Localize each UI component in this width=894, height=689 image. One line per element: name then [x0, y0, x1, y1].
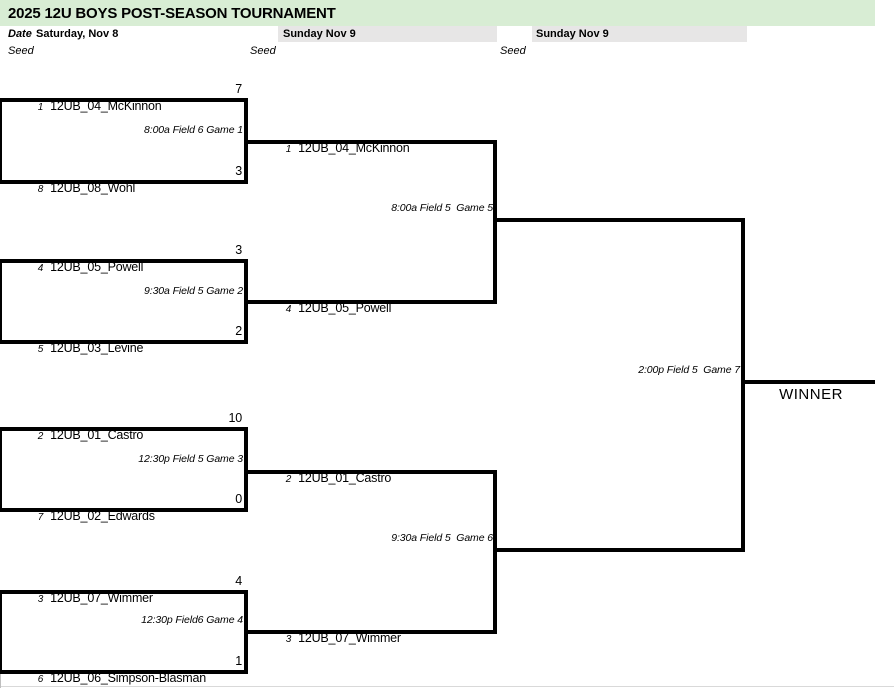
team-name: 12UB_01_Castro [50, 428, 144, 442]
r2-g6-top-team: 2 12UB_01_Castro [248, 453, 497, 485]
page-title: 2025 12U BOYS POST-SEASON TOURNAMENT [8, 5, 336, 22]
team-score: 0 [235, 492, 242, 506]
r1-g4-bottom-team: 6 12UB_06_Simpson-Blasman 1 [0, 653, 248, 685]
team-score: 3 [235, 243, 242, 257]
seed-label-round2: Seed [250, 45, 276, 57]
game-info-1: 8:00a Field 6 Game 1 [144, 124, 243, 136]
team-seed: 6 [37, 674, 44, 685]
bracket-line [0, 590, 248, 594]
team-name: 12UB_04_McKinnon [50, 99, 162, 113]
team-name: 12UB_08_Wohl [50, 181, 136, 195]
game-info-4: 12:30p Field6 Game 4 [141, 614, 243, 626]
bracket-line [244, 590, 248, 674]
team-name: 12UB_03_Levine [50, 341, 144, 355]
team-name: 12UB_01_Castro [298, 471, 392, 485]
date-label: Date [8, 28, 32, 40]
winner-label: WINNER [779, 386, 843, 403]
seed-label-final: Seed [500, 45, 526, 57]
bracket-line [248, 630, 497, 634]
game-info-5: 8:00a Field 5 Game 5 [391, 202, 493, 214]
r1-g4-top-team: 3 12UB_07_Wimmer 4 [0, 573, 248, 605]
title-band [0, 0, 875, 26]
r2-g5-top-team: 1 12UB_04_McKinnon [248, 123, 497, 155]
r2-g6-bottom-team: 3 12UB_07_Wimmer [248, 613, 497, 645]
team-name: 12UB_06_Simpson-Blasman [50, 671, 206, 685]
r1-g2-top-team: 4 12UB_05_Powell 3 [0, 242, 248, 274]
bracket-line [493, 140, 497, 304]
team-seed: 4 [37, 263, 44, 274]
winner-line [745, 380, 875, 384]
team-name: 12UB_07_Wimmer [298, 631, 401, 645]
bracket-line [0, 340, 248, 344]
bracket-line [497, 218, 745, 222]
team-seed: 4 [285, 304, 292, 315]
team-seed: 2 [285, 474, 292, 485]
bracket-line [741, 218, 745, 552]
game-info-2: 9:30a Field 5 Game 2 [144, 285, 243, 297]
bracket-line [248, 300, 497, 304]
team-score: 1 [235, 654, 242, 668]
game-info-6: 9:30a Field 5 Game 6 [391, 532, 493, 544]
gridline-bottom [0, 686, 894, 687]
day-header-sunday-2: Sunday Nov 9 [536, 28, 609, 40]
day-header-band-sunday-1 [278, 26, 497, 42]
team-seed: 1 [37, 102, 44, 113]
team-seed: 1 [285, 144, 292, 155]
team-score: 2 [235, 324, 242, 338]
r1-g3-top-team: 2 12UB_01_Castro 10 [0, 410, 248, 442]
bracket-line [0, 427, 2, 512]
game-info-7: 2:00p Field 5 Game 7 [638, 364, 740, 376]
team-seed: 3 [285, 634, 292, 645]
bracket-line [0, 259, 2, 344]
team-name: 12UB_02_Edwards [50, 509, 155, 523]
bracket-line [0, 427, 248, 431]
bracket-line [497, 548, 745, 552]
bracket-line [244, 259, 248, 344]
team-score: 4 [235, 574, 242, 588]
game-info-3: 12:30p Field 5 Game 3 [138, 453, 243, 465]
team-name: 12UB_05_Powell [298, 301, 392, 315]
team-seed: 8 [37, 184, 44, 195]
r1-g3-bottom-team: 7 12UB_02_Edwards 0 [0, 491, 248, 523]
gridline-left [0, 674, 1, 688]
bracket-line [0, 590, 2, 674]
bracket-line [0, 98, 2, 184]
day-header-band-sunday-2 [532, 26, 747, 42]
team-seed: 5 [37, 344, 44, 355]
team-name: 12UB_05_Powell [50, 260, 144, 274]
bracket-line [248, 470, 497, 474]
team-name: 12UB_04_McKinnon [298, 141, 410, 155]
team-score: 3 [235, 164, 242, 178]
bracket-line [244, 98, 248, 184]
team-seed: 3 [37, 594, 44, 605]
bracket-line [0, 508, 248, 512]
r1-g2-bottom-team: 5 12UB_03_Levine 2 [0, 323, 248, 355]
day-header-saturday: Saturday, Nov 8 [36, 28, 119, 40]
bracket-line [0, 259, 248, 263]
team-score: 10 [228, 411, 242, 425]
team-seed: 7 [37, 512, 44, 523]
r1-g1-bottom-team: 8 12UB_08_Wohl 3 [0, 163, 248, 195]
bracket-line [0, 180, 248, 184]
bracket-line [244, 427, 248, 512]
bracket-line [493, 470, 497, 634]
bracket-line [0, 670, 248, 674]
bracket-line [248, 140, 497, 144]
r2-g5-bottom-team: 4 12UB_05_Powell [248, 283, 497, 315]
team-score: 7 [235, 82, 242, 96]
team-name: 12UB_07_Wimmer [50, 591, 153, 605]
team-seed: 2 [37, 431, 44, 442]
day-header-sunday-1: Sunday Nov 9 [283, 28, 356, 40]
bracket-line [0, 98, 248, 102]
seed-label-round1: Seed [8, 45, 34, 57]
r1-g1-top-team: 1 12UB_04_McKinnon 7 [0, 81, 248, 113]
